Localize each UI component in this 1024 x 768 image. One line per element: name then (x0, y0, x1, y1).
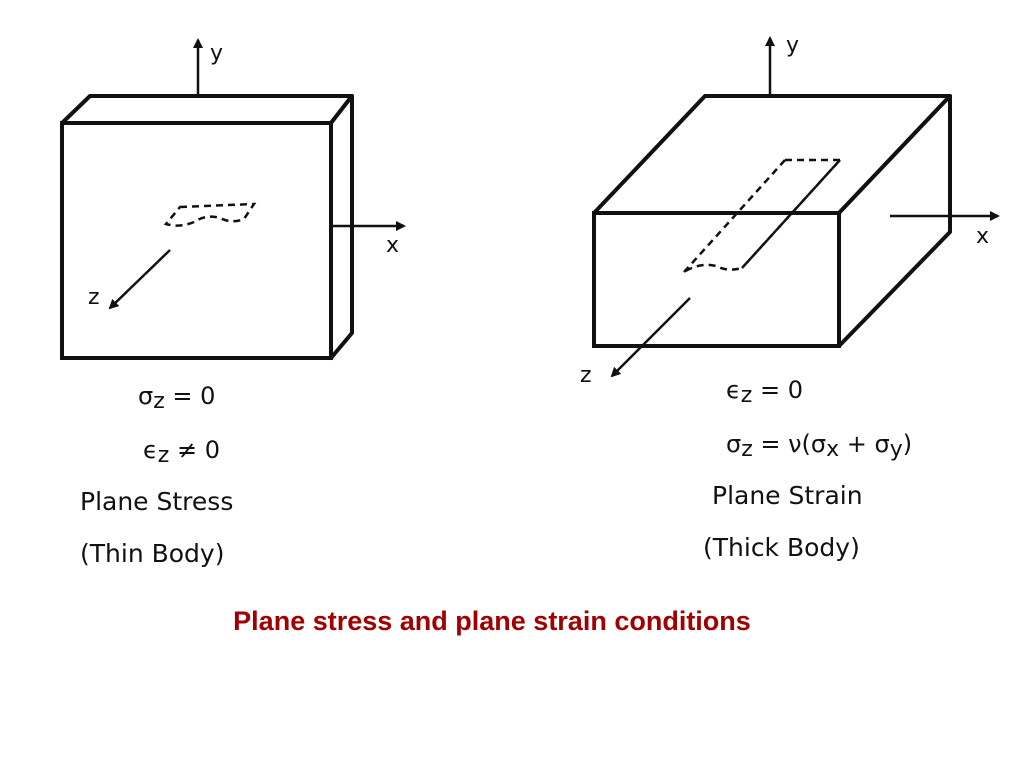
slide-caption: Plane stress and plane strain conditions (233, 606, 751, 636)
thick-body-dashed-element (683, 158, 843, 274)
thick-body-equation-2: σz = ν(σx + σy) (726, 430, 912, 462)
thick-body-z-axis (610, 297, 691, 378)
thin-body-equation-2: ϵz ≠ 0 (143, 436, 220, 468)
thick-body-caption-line-1: Plane Strain (712, 481, 863, 510)
thin-body-caption-line-2: (Thin Body) (80, 539, 224, 568)
thin-body-x-label: x (386, 233, 399, 258)
thin-body-dashed-element (163, 202, 257, 227)
thin-body-top-face (60, 94, 354, 125)
thin-body-caption-line-1: Plane Stress (80, 487, 233, 516)
thick-body-z-label: z (580, 363, 592, 388)
thick-body-caption-line-2: (Thick Body) (703, 533, 860, 562)
thin-body-front-face (60, 121, 333, 360)
thin-body-y-label: y (210, 41, 223, 66)
thin-body-diagram: y x z σz = 0 ϵz ≠ 0 Plane Stress (Thin B… (60, 38, 406, 568)
thin-body-z-label: z (88, 285, 100, 310)
thick-body-equation-1: ϵz = 0 (726, 376, 803, 408)
thick-body-y-label: y (786, 33, 799, 58)
thin-body-z-axis (108, 249, 171, 310)
thick-body-front-face (592, 211, 841, 348)
thick-body-x-label: x (976, 224, 989, 249)
thick-body-diagram: y x z ϵz = 0 σz = ν(σx + σy) Plane Strai… (580, 33, 1000, 562)
plane-stress-strain-figure: y x z σz = 0 ϵz ≠ 0 Plane Stress (Thin B… (60, 33, 1000, 568)
thin-body-equation-1: σz = 0 (138, 382, 215, 414)
